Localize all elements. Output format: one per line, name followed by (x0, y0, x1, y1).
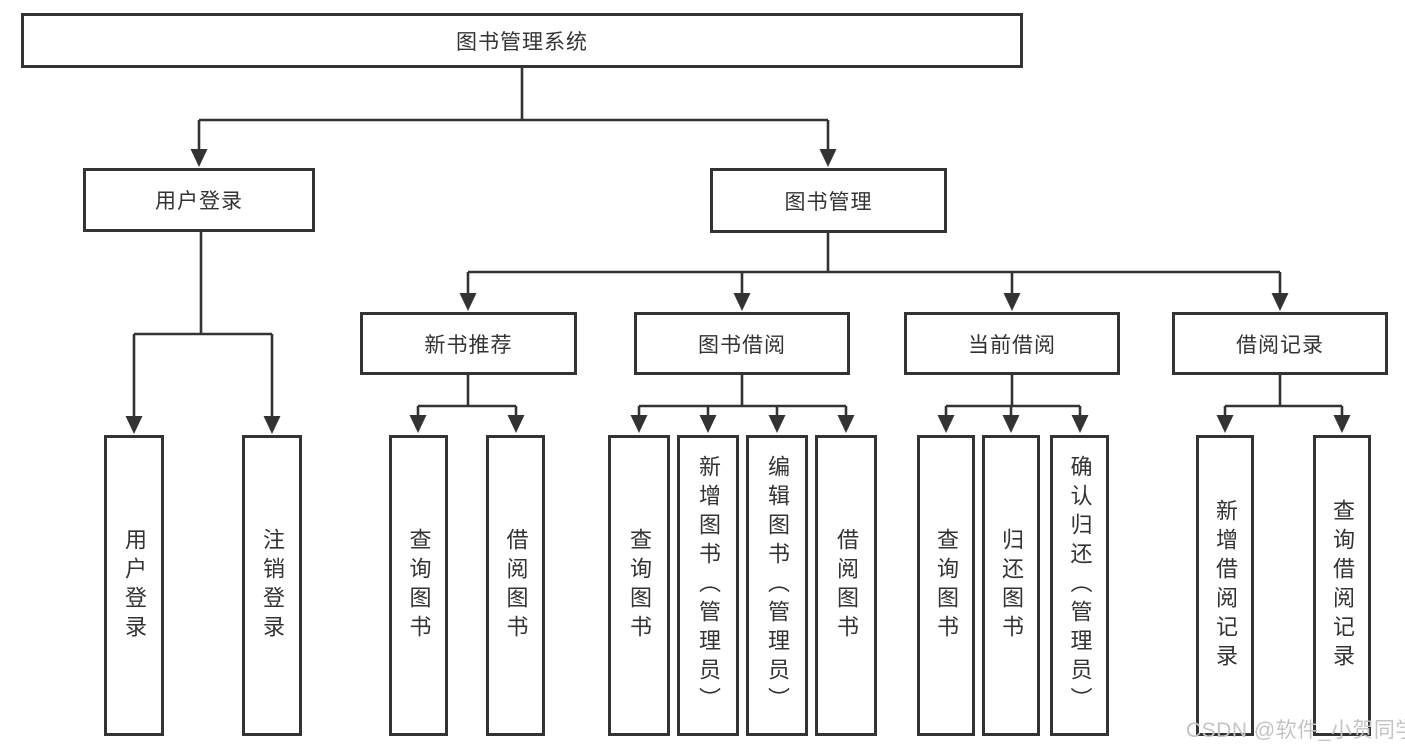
leaf-user-login: 用户登录 (104, 435, 164, 736)
leaf-query-borrow-record: 查询借阅记录 (1313, 435, 1371, 736)
connector-root (190, 68, 837, 167)
node-new-book-recommend: 新书推荐 (360, 312, 577, 375)
leaf-borrow-books: 借阅图书 (815, 435, 877, 736)
leaf-edit-book-admin: 编辑图书（管理员） (746, 435, 808, 736)
node-current-borrow: 当前借阅 (904, 312, 1120, 375)
leaf-logout-label: 注销登录 (260, 527, 285, 644)
leaf-query-books-recommend-label: 查询图书 (406, 527, 432, 644)
connector-current-borrow (937, 375, 1089, 433)
leaf-query-books-current-label: 查询图书 (934, 527, 959, 644)
leaf-query-books-current: 查询图书 (917, 435, 975, 736)
leaf-return-book: 归还图书 (982, 435, 1040, 736)
leaf-query-books-borrow: 查询图书 (608, 435, 670, 736)
leaf-borrow-books-label: 借阅图书 (834, 527, 859, 644)
connector-book-management (459, 233, 1289, 311)
leaf-return-book-label: 归还图书 (999, 527, 1024, 644)
leaf-query-borrow-record-label: 查询借阅记录 (1330, 498, 1355, 673)
connector-user-login (125, 232, 281, 434)
leaf-confirm-return-admin: 确认归还（管理员） (1050, 435, 1109, 736)
node-root-label: 图书管理系统 (456, 30, 588, 54)
node-new-book-recommend-label: 新书推荐 (424, 333, 513, 357)
leaf-confirm-return-admin-label: 确认归还（管理员） (1067, 455, 1093, 716)
csdn-watermark: CSDN @软件_小贺同学 (1186, 719, 1405, 742)
leaf-query-books-recommend: 查询图书 (389, 435, 448, 736)
leaf-logout: 注销登录 (242, 435, 302, 736)
leaf-user-login-label: 用户登录 (122, 527, 147, 644)
leaf-borrow-books-recommend-label: 借阅图书 (503, 527, 529, 644)
leaf-borrow-books-recommend: 借阅图书 (486, 435, 545, 736)
node-root: 图书管理系统 (21, 13, 1023, 68)
node-user-login-label: 用户登录 (155, 190, 243, 213)
leaf-add-book-admin: 新增图书（管理员） (677, 435, 739, 736)
node-borrow-records-label: 借阅记录 (1236, 333, 1324, 357)
node-user-login: 用户登录 (83, 168, 315, 232)
node-book-borrow: 图书借阅 (634, 312, 850, 375)
leaf-query-books-borrow-label: 查询图书 (627, 527, 652, 644)
node-book-management: 图书管理 (710, 168, 947, 233)
node-book-management-label: 图书管理 (784, 190, 873, 214)
connector-borrow-records (1216, 375, 1351, 433)
leaf-add-borrow-record: 新增借阅记录 (1196, 435, 1254, 736)
leaf-edit-book-admin-label: 编辑图书（管理员） (765, 455, 790, 716)
node-book-borrow-label: 图书借阅 (698, 333, 786, 357)
node-current-borrow-label: 当前借阅 (968, 333, 1056, 357)
leaf-add-borrow-record-label: 新增借阅记录 (1213, 498, 1238, 673)
leaf-add-book-admin-label: 新增图书（管理员） (696, 455, 721, 716)
connector-new-book-recommend (409, 375, 525, 433)
connector-book-borrow (630, 375, 855, 433)
node-borrow-records: 借阅记录 (1172, 312, 1388, 375)
